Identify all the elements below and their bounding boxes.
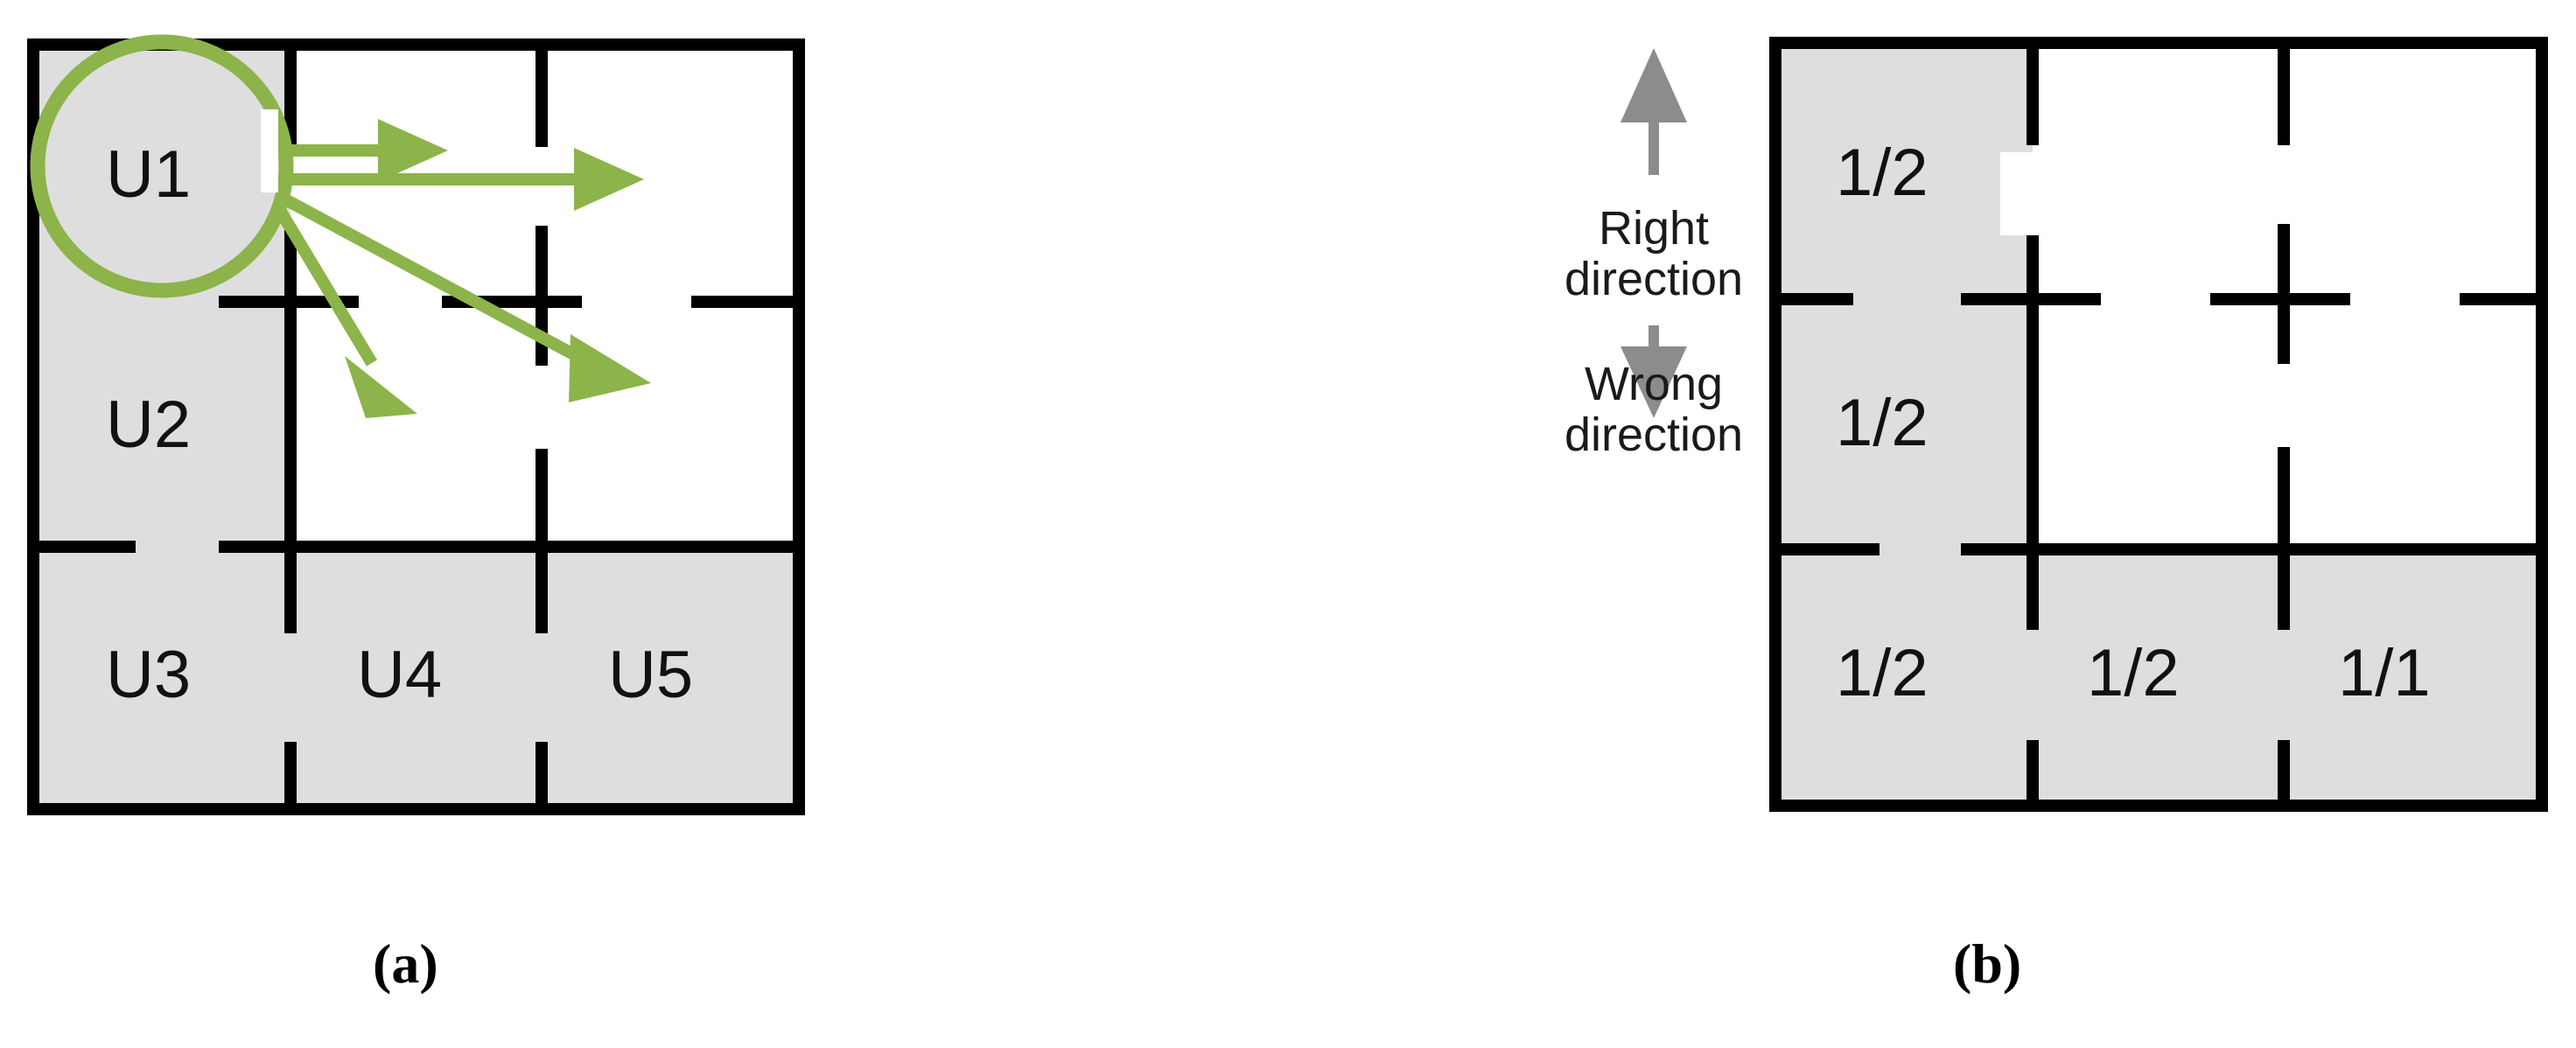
cell-label-b-r0c0: 1/2 [1836, 136, 1928, 210]
cell-b-r2c2 [2284, 549, 2536, 800]
cell-b-r2c1 [2033, 549, 2284, 800]
cell-b-r1c0 [1782, 299, 2033, 549]
grid-b-dash-v2-seg3 [2278, 447, 2290, 549]
cell-label-b-r2c1: 1/2 [2087, 636, 2180, 710]
grid-b-dash-v2-seg4 [2278, 549, 2290, 630]
grid-b-dash-v1-seg1 [2026, 49, 2039, 145]
panel-b: 1/2 1/2 1/2 1/2 1/1 Right direction Wron… [1488, 0, 2576, 1048]
grid-b-dash-h1-seg4 [2460, 293, 2536, 305]
grid-b-dash-h1-seg3 [2210, 293, 2350, 305]
grid-b-dash-v1-seg5 [2026, 740, 2039, 800]
grid-dash-v1-seg3 [284, 303, 297, 541]
grid-dash-v1-seg4 [284, 553, 297, 633]
right-direction-label: Right direction [1564, 202, 1744, 306]
grid-b-dash-v1-seg2 [2026, 224, 2039, 299]
cell-label-b-r1c0: 1/2 [1836, 386, 1928, 460]
grid-dash-v1-seg1 [284, 51, 297, 147]
caption-a: (a) [373, 933, 438, 995]
cell-a-r1c0 [39, 302, 290, 553]
wrong-direction-label: Wrong direction [1564, 358, 1744, 462]
cell-b-r0c0 [1782, 49, 2033, 299]
grid-dash-h1-seg3 [442, 296, 582, 308]
grid-dash-h2-seg2 [219, 541, 793, 553]
grid-dash-h1-seg4 [691, 296, 793, 308]
cell-a-r2c2 [542, 553, 793, 803]
grid-b-dash-v2-seg5 [2278, 740, 2290, 800]
grid-b-dash-h1-seg2 [1961, 293, 2101, 305]
cell-b-r2c0 [1782, 549, 2033, 800]
grid-b-dash-v1-seg4 [2026, 549, 2039, 630]
panel-a: U1 U2 U3 U4 U5 [0, 0, 875, 1048]
grid-b: 1/2 1/2 1/2 1/2 1/1 [1769, 37, 2548, 812]
cell-label-u5: U5 [608, 638, 694, 712]
grid-dash-v2-seg5 [536, 742, 548, 803]
grid-dash-v1-seg5 [284, 742, 297, 803]
cell-a-r2c0 [39, 553, 290, 803]
grid-dash-v2-seg1 [536, 51, 548, 147]
cell-label-u1: U1 [106, 137, 192, 212]
grid-b-dash-v2-seg1 [2278, 49, 2290, 145]
up-arrow-icon [1620, 48, 1687, 175]
cell-label-b-r2c2: 1/1 [2338, 636, 2431, 710]
grid-dash-v2-seg4 [536, 553, 548, 633]
grid-b-dash-h2-seg1 [1782, 543, 1880, 555]
cell-b-r0c0-notch [2000, 152, 2039, 235]
cell-label-b-r2c0: 1/2 [1836, 636, 1928, 710]
grid-dash-v1-seg2 [284, 226, 297, 303]
grid-b-dash-h1-seg1 [1782, 293, 1853, 305]
cell-label-u3: U3 [106, 638, 192, 712]
cell-label-u2: U2 [106, 388, 192, 462]
grid-dash-h2-seg1 [39, 541, 136, 553]
grid-dash-h1-seg2 [219, 296, 359, 308]
caption-b: (b) [1953, 933, 2022, 995]
grid-b-dash-v1-seg3 [2026, 299, 2039, 549]
grid-dash-v2-seg3 [536, 449, 548, 541]
grid-a: U1 U2 U3 U4 U5 [27, 38, 805, 815]
cell-a-r2c1 [290, 553, 542, 803]
cell-label-u4: U4 [357, 638, 443, 712]
grid-b-dash-h2-seg2 [1961, 543, 2536, 555]
